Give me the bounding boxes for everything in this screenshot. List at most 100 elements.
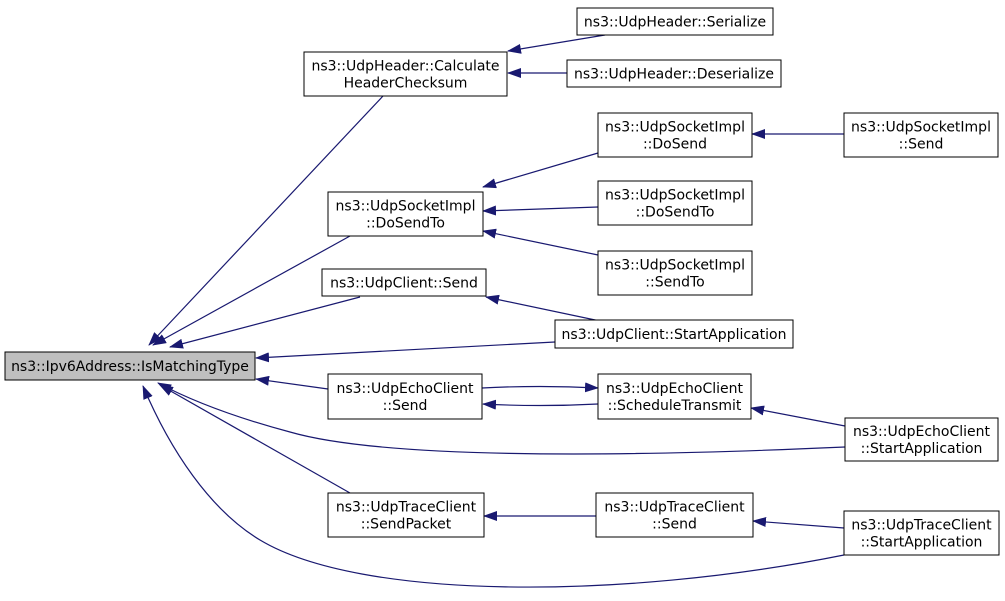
- node-label: ::ScheduleTransmit: [608, 398, 742, 414]
- edge-clientSend-to-root: [169, 296, 361, 349]
- edge-echoSched-to-echoSend: [482, 399, 599, 410]
- edge-clientStart-to-clientSend: [485, 294, 601, 322]
- edge-echoStart-to-root: [157, 382, 846, 455]
- edge-traceStart-to-traceSend: [752, 517, 845, 529]
- node-label: ::StartApplication: [861, 441, 983, 457]
- edges-layer: [142, 34, 846, 588]
- node-traceSend[interactable]: ns3::UdpTraceClient::Send: [595, 492, 754, 538]
- edge-dosendto2-to-dosendto: [482, 205, 599, 216]
- node-dosendto[interactable]: ns3::UdpSocketImpl::DoSendTo: [327, 191, 484, 237]
- edge-line: [159, 384, 351, 494]
- node-label: ns3::UdpHeader::Calculate: [311, 59, 499, 75]
- node-label: ns3::UdpSocketImpl: [605, 120, 745, 136]
- node-clientSend[interactable]: ns3::UdpClient::Send: [321, 268, 487, 297]
- edge-dosendto-to-root: [152, 235, 351, 346]
- node-box: [327, 373, 483, 420]
- edge-echoStart-to-echoSched: [750, 405, 846, 427]
- node-label: ns3::UdpClient::Send: [330, 276, 478, 292]
- node-label: ns3::UdpClient::StartApplication: [562, 327, 787, 343]
- node-box: [843, 510, 1000, 556]
- edge-line: [482, 228, 599, 256]
- node-box: [321, 268, 487, 297]
- node-box: [566, 59, 782, 88]
- node-label: ::StartApplication: [861, 535, 983, 551]
- node-echoSched[interactable]: ns3::UdpEchoClient::ScheduleTransmit: [597, 373, 752, 420]
- node-label: ::SendTo: [645, 275, 704, 291]
- edge-dosend-to-dosendto: [482, 152, 599, 189]
- node-label: ns3::UdpSocketImpl: [851, 120, 991, 136]
- edge-line: [482, 152, 599, 189]
- node-label: ns3::UdpSocketImpl: [605, 188, 745, 204]
- node-sockSend[interactable]: ns3::UdpSocketImpl::Send: [843, 112, 999, 158]
- node-box: [4, 351, 256, 381]
- edge-line: [169, 296, 361, 349]
- edge-traceStart-to-root: [142, 385, 845, 588]
- node-label: ns3::UdpTraceClient: [851, 518, 992, 534]
- edge-echoSend-to-root: [255, 375, 329, 390]
- edge-line: [481, 382, 599, 393]
- edge-line: [148, 95, 384, 346]
- node-box: [554, 319, 794, 349]
- node-label: ns3::UdpHeader::Serialize: [584, 15, 766, 31]
- node-box: [843, 112, 999, 158]
- node-echoStart[interactable]: ns3::UdpEchoClient::StartApplication: [844, 417, 999, 462]
- node-dosendto2[interactable]: ns3::UdpSocketImpl::DoSendTo: [597, 180, 753, 226]
- nodes-layer: ns3::Ipv6Address::IsMatchingTypens3::Udp…: [4, 7, 1000, 556]
- node-label: ns3::UdpSocketImpl: [605, 258, 745, 274]
- node-box: [844, 417, 999, 462]
- node-sendto[interactable]: ns3::UdpSocketImpl::SendTo: [597, 250, 753, 296]
- node-deser[interactable]: ns3::UdpHeader::Deserialize: [566, 59, 782, 88]
- node-label: ns3::UdpEchoClient: [336, 381, 474, 397]
- edge-line: [255, 341, 556, 363]
- node-box: [597, 250, 753, 296]
- node-label: HeaderChecksum: [344, 76, 468, 92]
- node-label: ns3::UdpEchoClient: [853, 424, 991, 440]
- node-label: ::DoSendTo: [366, 216, 445, 232]
- node-label: ns3::UdpSocketImpl: [336, 199, 476, 215]
- edge-calc-to-root: [148, 95, 384, 346]
- node-clientStart[interactable]: ns3::UdpClient::StartApplication: [554, 319, 794, 349]
- node-label: ::Send: [383, 398, 428, 414]
- node-box: [327, 492, 485, 538]
- edge-line: [485, 294, 601, 322]
- node-label: ::SendPacket: [361, 517, 452, 533]
- node-dosend[interactable]: ns3::UdpSocketImpl::DoSend: [597, 112, 753, 158]
- edge-ser-to-calc: [507, 34, 606, 54]
- node-label: ns3::UdpHeader::Deserialize: [574, 67, 774, 83]
- edge-echoSend-to-echoSched: [481, 382, 599, 393]
- node-box: [597, 373, 752, 420]
- edge-line: [157, 382, 846, 455]
- node-echoSend[interactable]: ns3::UdpEchoClient::Send: [327, 373, 483, 420]
- node-box: [595, 492, 754, 538]
- node-box: [303, 51, 508, 97]
- node-label: ::Send: [899, 137, 944, 153]
- node-root[interactable]: ns3::Ipv6Address::IsMatchingType: [4, 351, 256, 381]
- edge-line: [142, 385, 845, 588]
- edge-line: [482, 399, 599, 410]
- edge-traceSendPkt-to-root: [159, 384, 351, 494]
- node-box: [597, 180, 753, 226]
- node-box: [597, 112, 753, 158]
- edge-line: [750, 405, 846, 427]
- node-label: ::DoSendTo: [636, 205, 715, 221]
- node-box: [576, 7, 774, 36]
- node-label: ns3::UdpTraceClient: [604, 500, 745, 516]
- edge-line: [152, 235, 351, 346]
- edge-clientStart-to-root: [255, 341, 556, 363]
- node-label: ns3::Ipv6Address::IsMatchingType: [11, 359, 249, 375]
- node-label: ns3::UdpTraceClient: [336, 500, 477, 516]
- node-label: ns3::UdpEchoClient: [606, 381, 744, 397]
- node-label: ::Send: [652, 517, 697, 533]
- edge-line: [482, 205, 599, 216]
- node-box: [327, 191, 484, 237]
- edge-line: [752, 517, 845, 529]
- edge-sendto-to-dosendto: [482, 228, 599, 256]
- node-traceStart[interactable]: ns3::UdpTraceClient::StartApplication: [843, 510, 1000, 556]
- node-ser[interactable]: ns3::UdpHeader::Serialize: [576, 7, 774, 36]
- edge-line: [507, 34, 606, 54]
- edge-line: [255, 375, 329, 390]
- node-label: ::DoSend: [643, 137, 707, 153]
- node-traceSendPkt[interactable]: ns3::UdpTraceClient::SendPacket: [327, 492, 485, 538]
